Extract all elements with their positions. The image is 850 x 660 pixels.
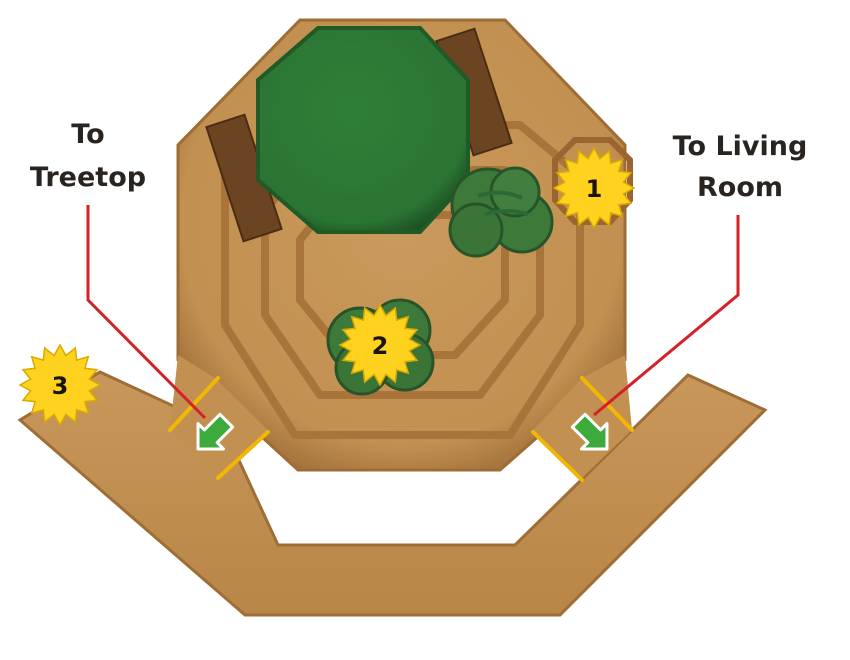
- green-arrow-icon: [196, 412, 235, 451]
- starburst-marker-2: 2: [338, 303, 422, 387]
- marker-number-1: 1: [586, 175, 603, 203]
- door-left-inner: [216, 430, 270, 480]
- door-left-outer: [168, 376, 220, 432]
- starburst-marker-icon: [338, 303, 422, 387]
- door-right-inner: [531, 430, 584, 482]
- starburst-markers: 1 2 3: [18, 146, 636, 427]
- starburst-marker-3: 3: [18, 343, 102, 427]
- tree-canopy-icon: [256, 26, 470, 234]
- label-to-living-room: To Living Room: [673, 131, 808, 203]
- door-lines: [168, 376, 634, 482]
- marker-number-3: 3: [52, 372, 69, 400]
- label-treetop-line2: Treetop: [30, 162, 146, 193]
- label-living-line2: Room: [697, 172, 783, 203]
- marker-number-2: 2: [372, 332, 389, 360]
- label-living-line1: To Living: [673, 131, 808, 162]
- starburst-marker-icon: [18, 343, 102, 427]
- label-to-treetop: To Treetop: [30, 119, 146, 193]
- starburst-marker-icon: [552, 146, 636, 230]
- pointer-lines: [86, 205, 740, 420]
- pointer-line-treetop: [86, 205, 207, 420]
- green-arrow-icon: [570, 412, 609, 451]
- label-treetop-line1: To: [71, 119, 104, 150]
- bush-icon: [448, 166, 554, 258]
- starburst-marker-1: 1: [552, 146, 636, 230]
- pointer-line-living-room: [593, 215, 740, 417]
